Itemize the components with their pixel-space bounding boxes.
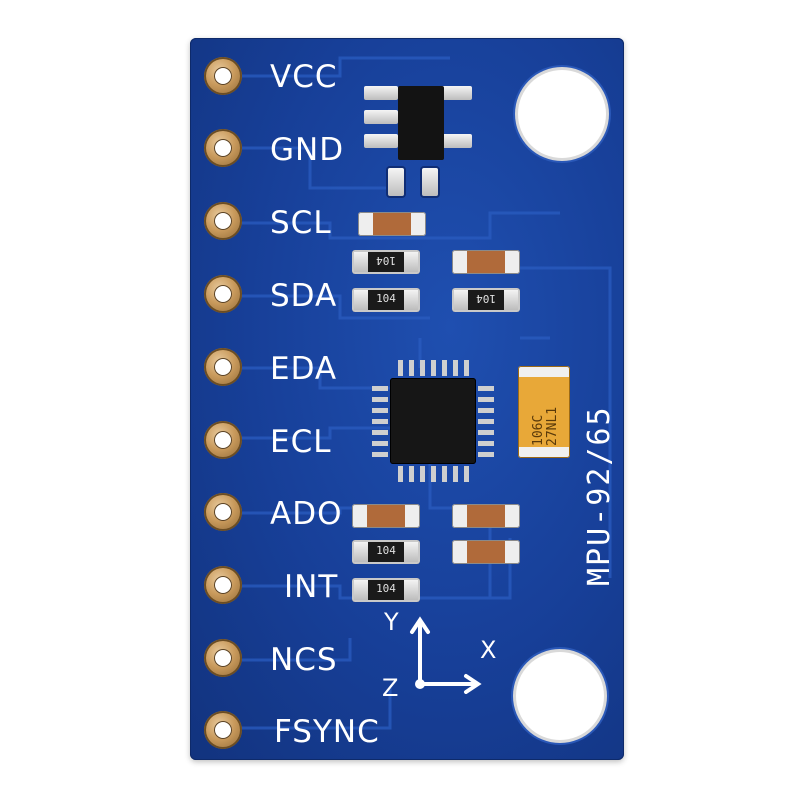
- smd-resistor: 104: [352, 540, 420, 564]
- pin-label-ecl: ECL: [270, 424, 332, 460]
- resistor-code: 104: [476, 292, 496, 305]
- smd-capacitor: [358, 212, 426, 236]
- smd-capacitor: [452, 504, 520, 528]
- resistor-code: 104: [376, 254, 396, 267]
- smd-resistor: 104: [352, 578, 420, 602]
- ic-leads: [372, 360, 494, 482]
- mounting-hole-top: [518, 70, 606, 158]
- sensor-ic: [390, 378, 476, 464]
- pcb-board: VCC GND SCL SDA EDA ECL ADO INT NCS FSYN…: [190, 38, 624, 760]
- board-model-label: MPU-92/65: [582, 405, 617, 586]
- header-pin-eda: [204, 348, 242, 386]
- smd-pad: [422, 168, 438, 196]
- pin-label-ncs: NCS: [270, 642, 338, 678]
- resistor-code: 104: [376, 582, 396, 595]
- pin-label-gnd: GND: [270, 132, 345, 168]
- header-pin-gnd: [204, 129, 242, 167]
- header-pin-scl: [204, 202, 242, 240]
- pin-label-eda: EDA: [270, 351, 338, 387]
- pin-label-scl: SCL: [270, 205, 332, 241]
- resistor-code: 104: [376, 292, 396, 305]
- header-pin-ecl: [204, 421, 242, 459]
- regulator-pad: [364, 134, 398, 148]
- pin-label-ado: ADO: [270, 496, 343, 532]
- header-pin-fsync: [204, 711, 242, 749]
- pin-label-vcc: VCC: [270, 59, 338, 95]
- axis-arrows-icon: [410, 616, 482, 694]
- header-pin-ncs: [204, 639, 242, 677]
- regulator-pad: [364, 86, 398, 100]
- pin-label-fsync: FSYNC: [274, 714, 380, 750]
- pin-label-sda: SDA: [270, 278, 338, 314]
- axis-label-x: X: [480, 636, 497, 664]
- mounting-hole-bottom: [516, 652, 604, 740]
- voltage-regulator: [398, 86, 444, 160]
- smd-pad: [388, 168, 404, 196]
- regulator-pad: [438, 134, 472, 148]
- regulator-pad: [438, 86, 472, 100]
- smd-resistor: 104: [352, 250, 420, 274]
- smd-resistor: 104: [452, 288, 520, 312]
- pin-label-int: INT: [284, 569, 339, 605]
- header-pin-sda: [204, 275, 242, 313]
- header-pin-int: [204, 566, 242, 604]
- axis-label-y: Y: [384, 608, 399, 636]
- tantalum-capacitor: [518, 366, 570, 458]
- regulator-pad: [364, 110, 398, 124]
- smd-capacitor: [352, 504, 420, 528]
- smd-capacitor: [452, 250, 520, 274]
- header-pin-vcc: [204, 57, 242, 95]
- header-pin-ado: [204, 493, 242, 531]
- axis-label-z: Z: [382, 674, 399, 702]
- tantalum-marking: 106C 27NL1: [531, 406, 561, 446]
- resistor-code: 104: [376, 544, 396, 557]
- copper-traces: [242, 56, 612, 730]
- smd-resistor: 104: [352, 288, 420, 312]
- smd-capacitor: [452, 540, 520, 564]
